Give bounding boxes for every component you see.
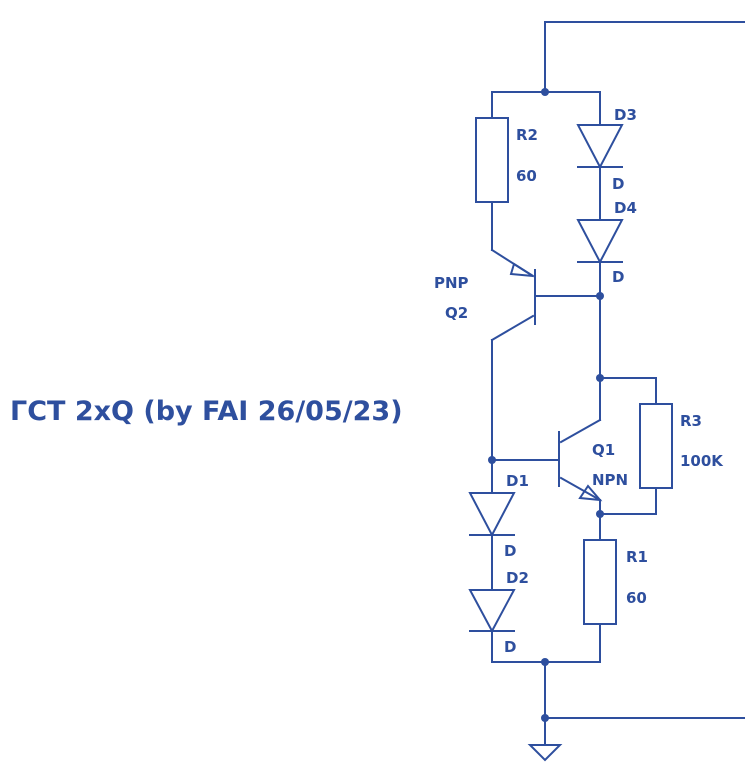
- r1-ref: R1: [626, 548, 648, 566]
- resistor-r1: R1 60: [583, 539, 648, 663]
- d3-ref: D3: [614, 106, 637, 124]
- d3-value: D: [612, 175, 624, 193]
- bottom-rail: [491, 661, 745, 746]
- r1-value: 60: [626, 589, 647, 607]
- r2-value: 60: [516, 167, 537, 185]
- q2-type: PNP: [434, 274, 469, 292]
- junction-ground: [541, 714, 549, 722]
- diode-d3: D3 D: [576, 91, 637, 221]
- d4-ref: D4: [614, 199, 637, 217]
- junction-bottom: [541, 658, 549, 666]
- r2-ref: R2: [516, 126, 538, 144]
- q2-ref: Q2: [445, 304, 468, 322]
- diode-d1: D1 D: [468, 459, 529, 591]
- d1-ref: D1: [506, 472, 529, 490]
- diode-d2: D2 D: [468, 569, 529, 663]
- junction-q1-emitter: [596, 510, 604, 518]
- diode-d4: D4 D: [576, 199, 637, 379]
- top-rail: [491, 21, 745, 93]
- r3-ref: R3: [680, 412, 702, 430]
- d2-value: D: [504, 638, 516, 656]
- r3-value: 100K: [680, 452, 724, 470]
- d2-ref: D2: [506, 569, 529, 587]
- junction-top: [541, 88, 549, 96]
- d4-value: D: [612, 268, 624, 286]
- transistor-q1: Q1 NPN: [491, 377, 628, 541]
- resistor-r2: R2 60: [475, 91, 538, 251]
- resistor-r3: R3 100K: [599, 377, 724, 515]
- ground-icon: [527, 744, 563, 762]
- d1-value: D: [504, 542, 516, 560]
- transistor-q2: PNP Q2: [434, 248, 601, 461]
- schematic-title: ГСТ 2xQ (by FAI 26/05/23): [10, 396, 403, 427]
- q1-type: NPN: [592, 471, 628, 489]
- q1-ref: Q1: [592, 441, 615, 459]
